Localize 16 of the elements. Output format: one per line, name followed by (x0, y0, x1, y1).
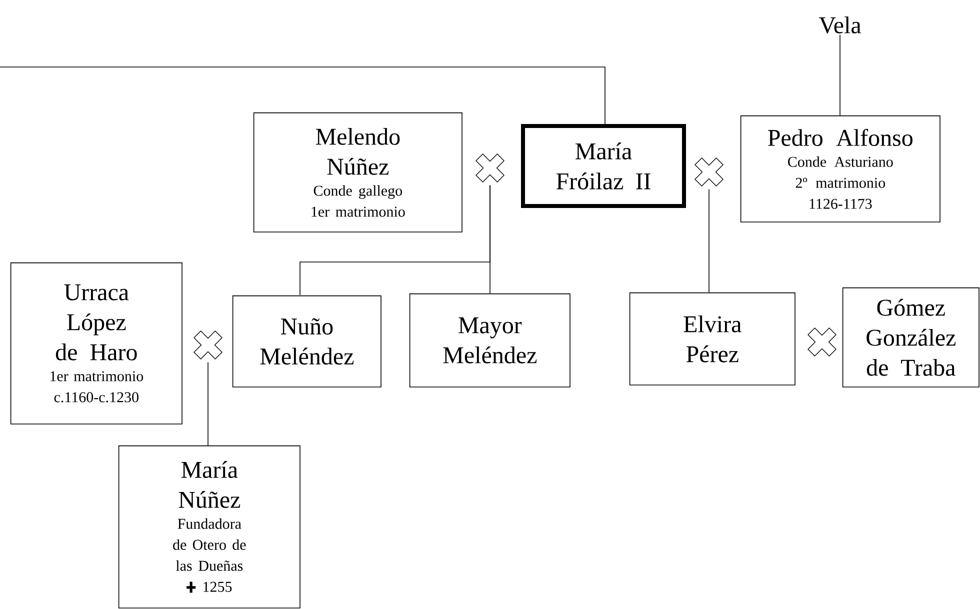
person-box: Urraca López de Haro 1er matrimonio c.1160-c.1230 (10, 262, 182, 424)
person-box: Melendo Núñez Conde gallego 1er matrimonio (253, 112, 462, 232)
person-box: Pedro Alfonso Conde Asturiano 2º matrimonio 1126-1173 (740, 115, 940, 222)
person-box: Elvira Pérez (629, 292, 796, 386)
person-box: Mayor Meléndez (409, 293, 570, 388)
marriage-cross (694, 158, 724, 186)
person-box: Nuño Meléndez (232, 295, 382, 388)
person-box: Gómez González de Traba (842, 287, 980, 388)
name-label: Vela (818, 16, 862, 34)
person-box: María Núñez Fundadora de Otero de las Dueñas 1255 (118, 445, 300, 608)
marriage-cross (194, 330, 222, 360)
connector-line (708, 188, 710, 293)
marriage-cross (476, 154, 504, 182)
marriage-cross (808, 328, 836, 356)
person-box: María Fróilaz II (521, 124, 686, 208)
connector-line (0, 66, 606, 124)
